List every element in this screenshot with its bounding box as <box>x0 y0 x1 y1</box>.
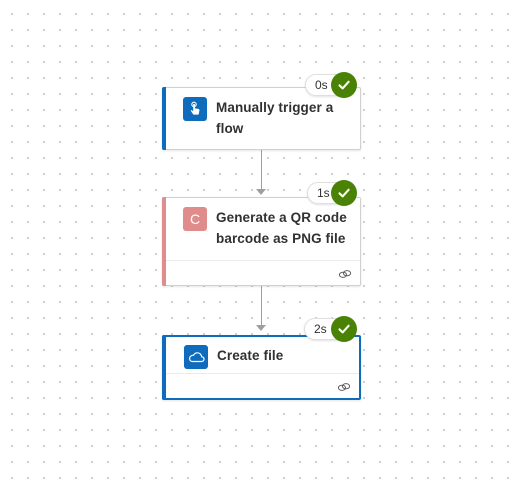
connector-arrow <box>256 325 266 331</box>
connector-line <box>261 150 262 190</box>
onedrive-cloud-icon <box>184 345 208 369</box>
run-status-badge: 0s <box>305 72 357 98</box>
card-footer <box>166 373 359 398</box>
connector-line <box>261 286 262 326</box>
success-check-icon <box>331 316 357 342</box>
card-accent-bar <box>162 87 166 150</box>
card-accent-bar <box>162 197 166 286</box>
step-title: Manually trigger a flow <box>216 100 334 136</box>
success-check-icon <box>331 72 357 98</box>
step-card-create-file[interactable]: Create file <box>162 335 361 400</box>
step-card-manual-trigger[interactable]: Manually trigger a flow <box>162 87 361 150</box>
letter-c-connector-icon: C <box>183 207 207 231</box>
step-title: Generate a QR code barcode as PNG file <box>216 210 347 246</box>
success-check-icon <box>331 180 357 206</box>
card-accent-bar <box>162 335 166 400</box>
duration-label: 2s <box>314 322 327 336</box>
link-icon[interactable] <box>337 381 351 393</box>
connector-arrow <box>256 189 266 195</box>
step-title: Create file <box>217 348 284 363</box>
touch-trigger-icon <box>183 97 207 121</box>
run-status-badge: 2s <box>304 316 357 342</box>
connector-letter: C <box>189 211 201 227</box>
card-footer <box>166 260 360 285</box>
duration-label: 0s <box>315 78 328 92</box>
duration-label: 1s <box>317 186 330 200</box>
step-card-generate-qr[interactable]: C Generate a QR code barcode as PNG file <box>162 197 361 286</box>
link-icon[interactable] <box>338 268 352 280</box>
run-status-badge: 1s <box>307 180 357 206</box>
